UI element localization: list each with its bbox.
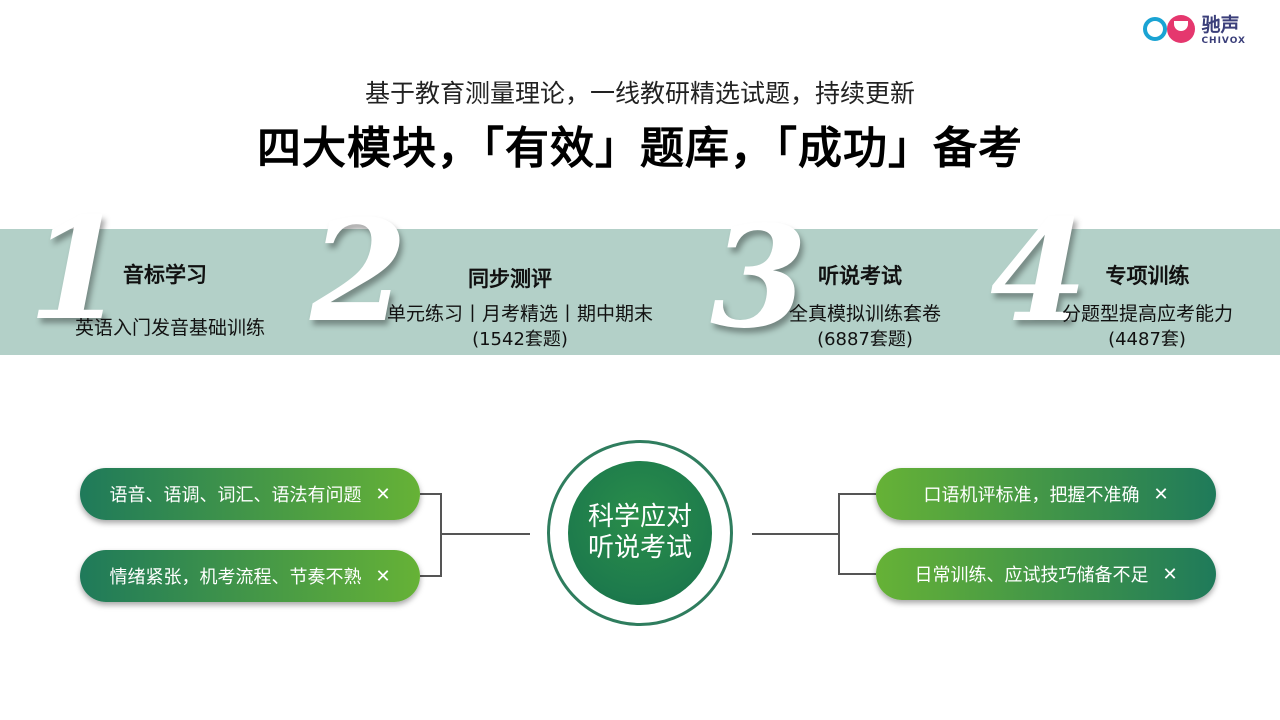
connector-line — [838, 573, 876, 575]
module-count: (6887套题) — [817, 329, 913, 350]
module-title: 听说考试 — [818, 264, 902, 288]
issue-text: 语音、语调、词汇、语法有问题 — [109, 485, 362, 506]
logo-name-en: CHIVOX — [1201, 36, 1246, 46]
connector-line — [440, 493, 442, 577]
close-icon: ✕ — [1153, 483, 1169, 505]
module-desc: 英语入门发音基础训练 — [74, 317, 265, 339]
center-circle: 科学应对 听说考试 — [568, 461, 712, 605]
module-title: 音标学习 — [123, 263, 207, 287]
module-3: 3 听说考试 全真模拟训练套卷 (6887套题) — [700, 200, 990, 360]
issue-text: 口语机评标准，把握不准确 — [923, 485, 1140, 506]
center-label-line2: 听说考试 — [587, 533, 692, 563]
issue-pill: 日常训练、应试技巧储备不足 ✕ — [876, 548, 1216, 600]
close-icon: ✕ — [1162, 563, 1178, 585]
close-icon: ✕ — [375, 565, 391, 587]
logo-mark-icon — [1143, 14, 1196, 48]
module-1: 1 音标学习 英语入门发音基础训练 — [0, 200, 300, 360]
page-subtitle: 基于教育测量理论，一线教研精选试题，持续更新 — [364, 79, 915, 108]
issue-pill: 情绪紧张，机考流程、节奏不熟 ✕ — [80, 550, 420, 602]
connector-line — [420, 575, 442, 577]
connector-line — [420, 493, 442, 495]
issue-text: 情绪紧张，机考流程、节奏不熟 — [109, 567, 362, 588]
module-2: 2 同步测评 单元练习丨月考精选丨期中期末 (1542套题) — [290, 200, 690, 360]
connector-line — [838, 493, 876, 495]
close-icon: ✕ — [375, 483, 391, 505]
connector-line — [838, 493, 840, 575]
module-title: 专项训练 — [1105, 264, 1190, 288]
module-4: 4 专项训练 分题型提高应考能力 (4487套) — [985, 200, 1280, 360]
module-desc: 单元练习丨月考精选丨期中期末 — [386, 303, 653, 325]
chivox-logo: 驰声 CHIVOX — [1143, 14, 1246, 48]
module-count: (1542套题) — [472, 329, 568, 350]
connector-line — [440, 533, 530, 535]
module-count: (4487套) — [1108, 329, 1186, 350]
module-title: 同步测评 — [468, 267, 552, 291]
issue-pill: 口语机评标准，把握不准确 ✕ — [876, 468, 1216, 520]
logo-name-cn: 驰声 — [1201, 14, 1240, 36]
issue-pill: 语音、语调、词汇、语法有问题 ✕ — [80, 468, 420, 520]
module-numeral: 1 — [28, 188, 126, 352]
module-desc: 分题型提高应考能力 — [1061, 303, 1233, 325]
connector-line — [752, 533, 840, 535]
modules-band — [0, 229, 1280, 355]
center-label-line1: 科学应对 — [587, 501, 692, 532]
issue-text: 日常训练、应试技巧储备不足 — [914, 565, 1149, 586]
module-numeral: 2 — [310, 190, 408, 354]
module-desc: 全真模拟训练套卷 — [788, 303, 941, 325]
module-numeral: 4 — [990, 190, 1088, 354]
page-title: 四大模块，「有效」题库，「成功」备考 — [257, 123, 1023, 174]
module-numeral: 3 — [710, 196, 808, 360]
